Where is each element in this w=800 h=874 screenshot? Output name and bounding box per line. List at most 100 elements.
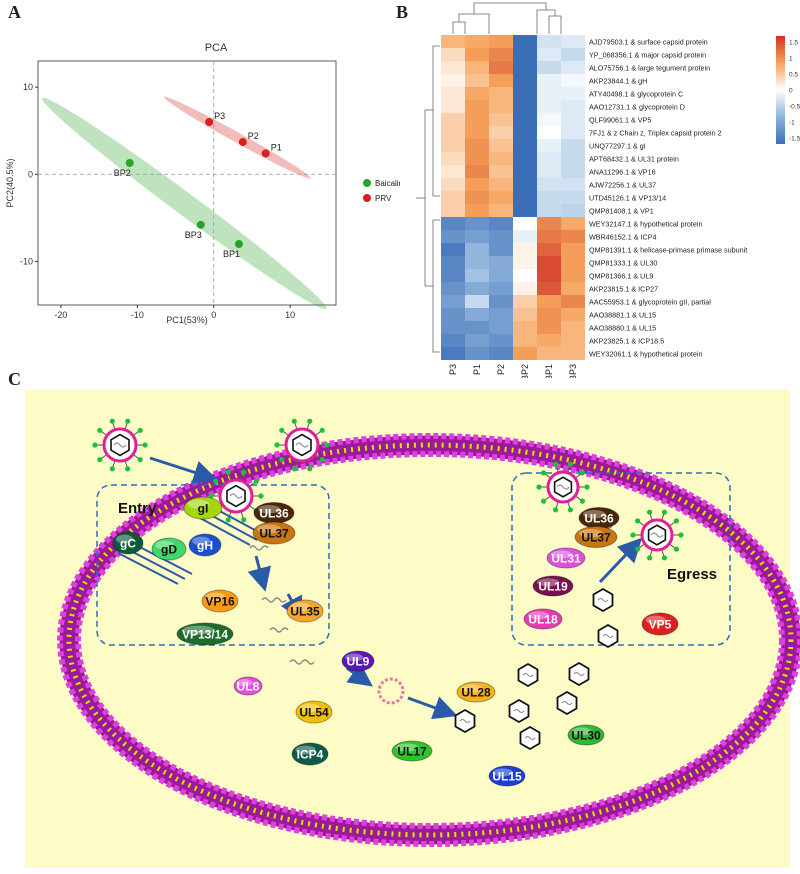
protein-ul9: UL9 (341, 650, 375, 672)
capsid (556, 690, 578, 716)
heatmap-cell (465, 165, 489, 178)
heatmap-cell (465, 295, 489, 308)
protein-label: UL35 (290, 605, 320, 619)
pca-point-label: P1 (271, 142, 282, 152)
protein-label: UL9 (347, 655, 370, 669)
heatmap-cell (537, 282, 561, 295)
colorbar-tick-label: 1.5 (789, 40, 798, 47)
heatmap-cell (513, 230, 537, 243)
heatmap-cell (561, 61, 585, 74)
heatmap-cell (513, 61, 537, 74)
protein-label: gH (197, 539, 213, 553)
panel-letter-b: B (396, 2, 409, 22)
heatmap-cell (537, 74, 561, 87)
protein-ul37: UL37 (252, 521, 296, 545)
colorbar-tick-label: -1 (789, 120, 795, 127)
entry-label: Entry (118, 500, 157, 517)
heatmap-cell (465, 269, 489, 282)
heatmap-cell (441, 217, 465, 230)
heatmap-cell (513, 178, 537, 191)
heatmap-row-label: WEY32061.1 & hypothetical protein (589, 350, 702, 359)
heatmap-cell (513, 204, 537, 217)
heatmap-cell (489, 48, 513, 61)
heatmap-cell (561, 100, 585, 113)
heatmap-cell (441, 282, 465, 295)
heatmap-cell (441, 178, 465, 191)
heatmap-cell (465, 139, 489, 152)
heatmap-row-label: ATY40498.1 & glycoprotein C (589, 90, 683, 99)
heatmap-cell (537, 269, 561, 282)
heatmap-cell (513, 48, 537, 61)
heatmap-row-label: ANA11296.1 & VP16 (589, 168, 656, 177)
heatmap-cell (441, 165, 465, 178)
panel-letter-a: A (8, 2, 21, 22)
heatmap-cell (465, 191, 489, 204)
protein-label: VP16 (205, 595, 235, 609)
heatmap-cell (513, 113, 537, 126)
protein-gh: gH (188, 533, 222, 557)
heatmap-cell (441, 100, 465, 113)
heatmap-cell (465, 87, 489, 100)
heatmap-cell (561, 87, 585, 100)
heatmap-cell (561, 126, 585, 139)
capsid (592, 587, 614, 613)
heatmap-cell (513, 243, 537, 256)
heatmap-cell (441, 191, 465, 204)
protein-vp16: VP16 (201, 589, 239, 613)
heatmap-cell (465, 113, 489, 126)
heatmap-cell (489, 35, 513, 48)
heatmap-cell (561, 191, 585, 204)
heatmap-cell (465, 347, 489, 360)
process-arrows (149, 456, 643, 720)
heatmap-row-label: ALO75756.1 & large tegument protein (589, 64, 710, 73)
x-tick-label: 0 (211, 310, 216, 320)
heatmap-row-label: YP_068356.1 & major capsid protein (589, 51, 706, 60)
row-dendrogram (416, 45, 440, 353)
pca-title: PCA (205, 42, 228, 54)
heatmap-cell (489, 295, 513, 308)
protein-label: UL36 (584, 512, 614, 526)
heatmap-cell (513, 165, 537, 178)
heatmap-cell (537, 243, 561, 256)
heatmap-cell (441, 61, 465, 74)
protein-ul18: UL18 (523, 608, 563, 630)
heatmap-cell (465, 256, 489, 269)
heatmap-cell (513, 295, 537, 308)
heatmap-cell (537, 113, 561, 126)
heatmap-cell (537, 178, 561, 191)
heatmap-cell (513, 152, 537, 165)
heatmap-cell (441, 269, 465, 282)
heatmap-cell (537, 204, 561, 217)
protein-label: gC (120, 537, 136, 551)
heatmap-row-label: 7FJ1 & z Chain z, Triplex capsid protein… (589, 129, 722, 138)
heatmap-row-label: QLF99061.1 & VP5 (589, 116, 651, 125)
heatmap-row-label: UNQ77297.1 & gI (589, 142, 646, 151)
protein-label: UL15 (492, 770, 522, 784)
protein-ul35: UL35 (286, 599, 324, 623)
confidence-ellipse-prv (163, 96, 311, 179)
heatmap-cell (465, 243, 489, 256)
heatmap-cell (561, 178, 585, 191)
heatmap-row-label: UTD45126.1 & VP13/14 (589, 194, 666, 203)
pca-point-bp2 (125, 158, 134, 167)
heatmap-cell (465, 61, 489, 74)
protein-label: UL8 (237, 680, 260, 694)
protein-label: gD (161, 543, 177, 557)
colorbar-tick-label: -0.5 (789, 104, 800, 111)
heatmap-cell (489, 165, 513, 178)
legend-label-baicalin-prv: Baicalin-PRV (375, 179, 400, 188)
heatmap-cell (489, 126, 513, 139)
heatmap-cell (537, 308, 561, 321)
protein-ul31: UL31 (546, 547, 586, 569)
heatmap-cell (489, 152, 513, 165)
colorbar-tick-label: 1 (789, 56, 793, 63)
pca-point-p1 (261, 149, 270, 158)
heatmap-cell (513, 100, 537, 113)
heatmap-cell (537, 139, 561, 152)
x-tick-label: -10 (131, 310, 144, 320)
heatmap-row-label: AJD79503.1 & surface capsid protein (589, 38, 708, 47)
protein-ul15: UL15 (488, 765, 526, 787)
heatmap-cell (513, 126, 537, 139)
protein-label: ICP4 (297, 748, 324, 762)
